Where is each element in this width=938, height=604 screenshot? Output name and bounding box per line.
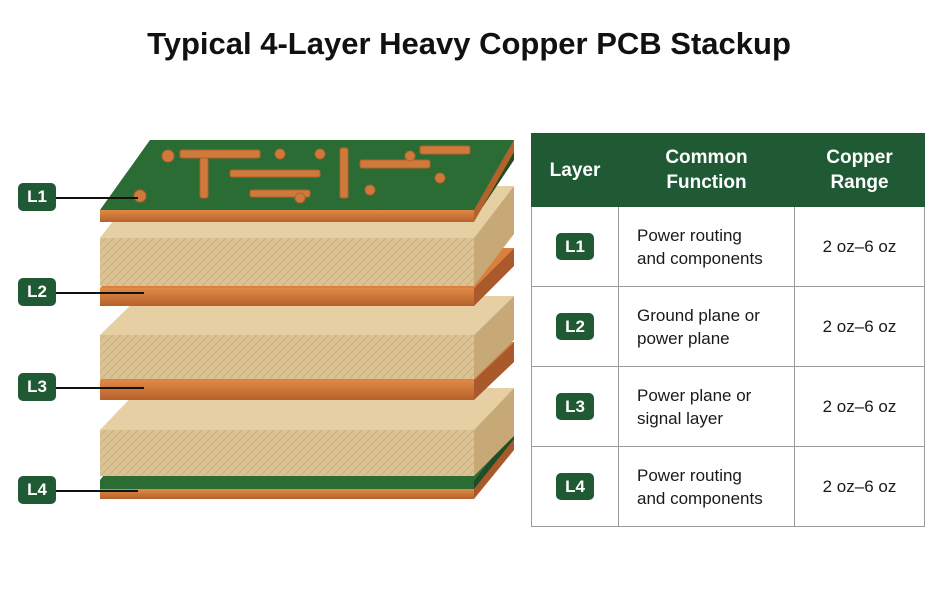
- function-line2: signal layer: [637, 408, 723, 428]
- function-line1: Power routing: [637, 225, 742, 245]
- layer-tag-l4: L4: [18, 476, 56, 504]
- prepreg-2: [100, 296, 514, 379]
- table-row: L4 Power routing and components 2 oz–6 oz: [531, 446, 925, 527]
- function-line2: and components: [637, 248, 763, 268]
- layer-l1-board: [100, 140, 514, 222]
- header-layer: Layer: [531, 133, 619, 207]
- header-function-line1: Common: [665, 147, 748, 168]
- function-line2: power plane: [637, 328, 730, 348]
- layer-tag-l1: L1: [18, 183, 56, 211]
- header-function-line2: Function: [666, 172, 747, 193]
- header-range: Copper Range: [794, 133, 925, 207]
- table-row: L3 Power plane or signal layer 2 oz–6 oz: [531, 366, 925, 447]
- layer-tag-l2: L2: [18, 278, 56, 306]
- layer-badge: L3: [556, 393, 594, 420]
- copper-range: 2 oz–6 oz: [794, 446, 925, 527]
- pcb-stackup-illustration: [100, 140, 514, 499]
- header-function: Common Function: [618, 133, 795, 207]
- layer-badge: L4: [556, 473, 594, 500]
- table-header-row: Layer Common Function Copper Range: [531, 133, 925, 207]
- header-range-line1: Copper: [826, 147, 893, 168]
- function-line2: and components: [637, 488, 763, 508]
- leader-line-l3: [56, 387, 144, 389]
- leader-line-l4: [56, 490, 138, 492]
- table-row: L2 Ground plane or power plane 2 oz–6 oz: [531, 286, 925, 367]
- leader-line-l1: [56, 197, 138, 199]
- function-line1: Ground plane or: [637, 305, 760, 325]
- table-row: L1 Power routing and components 2 oz–6 oz: [531, 206, 925, 287]
- header-range-line2: Range: [830, 172, 889, 193]
- leader-line-l2: [56, 292, 144, 294]
- function-line1: Power routing: [637, 465, 742, 485]
- copper-range: 2 oz–6 oz: [794, 206, 925, 287]
- prepreg-3: [100, 388, 514, 476]
- layer-function-table: Layer Common Function Copper Range L1 Po…: [531, 133, 925, 527]
- layer-badge: L2: [556, 313, 594, 340]
- layer-badge: L1: [556, 233, 594, 260]
- copper-range: 2 oz–6 oz: [794, 286, 925, 367]
- function-line1: Power plane or: [637, 385, 752, 405]
- copper-range: 2 oz–6 oz: [794, 366, 925, 447]
- page-title: Typical 4-Layer Heavy Copper PCB Stackup: [147, 26, 791, 61]
- layer-tag-l3: L3: [18, 373, 56, 401]
